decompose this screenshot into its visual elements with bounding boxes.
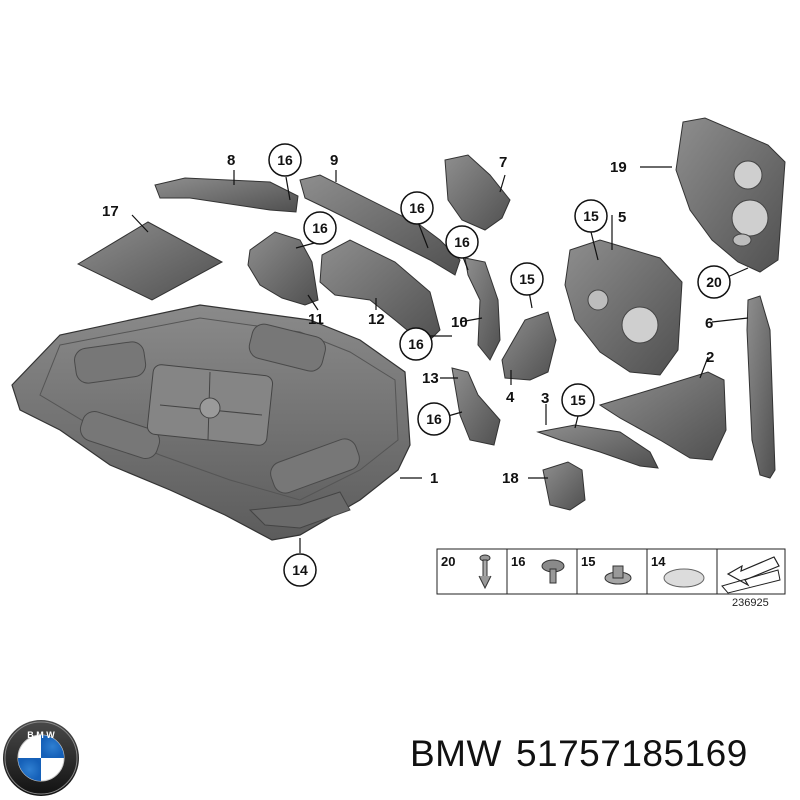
legend-label-16: 16	[511, 554, 525, 569]
callout-2: 2	[706, 349, 714, 366]
arrow-icon	[721, 556, 781, 594]
part-13-holder	[451, 367, 501, 446]
callout-9: 9	[330, 152, 338, 169]
push-rivet-icon	[478, 554, 492, 590]
circled-callout-16: 16	[268, 143, 302, 177]
callout-17: 17	[102, 203, 119, 220]
part-caption: BMW 51757185169	[410, 733, 762, 775]
part-18-clip	[542, 461, 586, 511]
part-1-underbody-panel	[11, 304, 411, 541]
part-17-insulation-mat	[76, 221, 224, 301]
circled-callouts: 16 16 16 16 16 16 15 15	[268, 143, 731, 587]
circled-callout-20: 20	[697, 265, 731, 299]
circled-callout-label: 16	[312, 220, 328, 236]
callout-12: 12	[368, 311, 385, 328]
callout-4: 4	[506, 389, 515, 406]
fastener-legend: 20 16 15 14	[436, 548, 786, 595]
part-4-guide	[501, 311, 557, 381]
circled-callout-label: 16	[277, 152, 293, 168]
circled-callout-label: 16	[454, 234, 470, 250]
callout-7: 7	[499, 154, 507, 171]
callout-numbers: 1 2 3 4 5 6 7 8 9 10 11 12 13 17 18 19	[102, 152, 714, 487]
nut-icon	[604, 565, 632, 585]
circled-callout-15: 15	[510, 262, 544, 296]
callout-18: 18	[502, 470, 519, 487]
circled-callout-label: 15	[583, 208, 599, 224]
part-6-rod	[746, 295, 776, 479]
part-11-bracket	[247, 231, 319, 306]
callout-13: 13	[422, 370, 439, 387]
part-19-bulkhead	[675, 117, 786, 273]
callout-10: 10	[451, 314, 468, 331]
leader-lines	[131, 166, 749, 553]
circled-callout-16: 16	[445, 225, 479, 259]
circled-callout-label: 16	[426, 411, 442, 427]
callout-5: 5	[618, 209, 626, 226]
legend-label-14: 14	[651, 554, 666, 569]
part-10-trim	[464, 257, 501, 361]
circled-callout-16: 16	[417, 402, 451, 436]
callout-19: 19	[610, 159, 627, 176]
part-5-panel	[564, 239, 683, 376]
circled-callout-label: 16	[409, 200, 425, 216]
brand-name: BMW	[410, 733, 502, 774]
circled-callout-15: 15	[561, 383, 595, 417]
reference-number: 236925	[732, 597, 769, 609]
part-2-bracket	[598, 371, 727, 461]
callout-3: 3	[541, 390, 549, 407]
part-number: 51757185169	[515, 733, 748, 774]
circled-callout-16: 16	[399, 327, 433, 361]
circled-callout-15: 15	[574, 199, 608, 233]
callout-8: 8	[227, 152, 235, 169]
circled-callout-16: 16	[400, 191, 434, 225]
round-cap-icon	[663, 568, 705, 588]
callout-1: 1	[430, 470, 438, 487]
legend-label-15: 15	[581, 554, 595, 569]
part-9-rail	[299, 174, 461, 276]
circled-callout-label: 14	[292, 562, 308, 578]
screw-icon	[541, 559, 565, 584]
circled-callout-label: 15	[570, 392, 586, 408]
callout-6: 6	[705, 315, 713, 332]
circled-callout-14: 14	[283, 553, 317, 587]
circled-callout-16: 16	[303, 211, 337, 245]
part-8-strut	[154, 177, 299, 213]
logo-lettering: B M W	[27, 730, 55, 740]
part-3-strip	[536, 424, 659, 469]
legend-label-20: 20	[441, 554, 455, 569]
part-7-cover	[444, 154, 511, 231]
bmw-logo: B M W	[3, 720, 79, 796]
callout-11: 11	[308, 311, 324, 328]
circled-callout-label: 20	[706, 274, 722, 290]
circled-callout-label: 15	[519, 271, 535, 287]
circled-callout-label: 16	[408, 336, 424, 352]
